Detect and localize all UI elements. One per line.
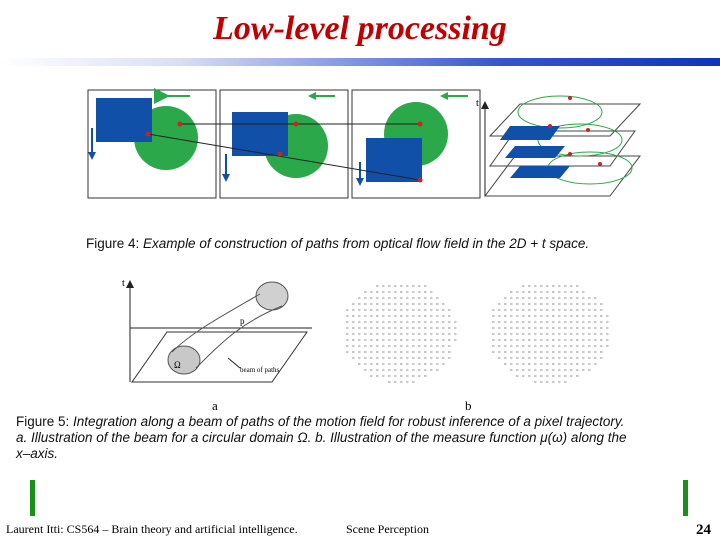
figure-5-caption-prefix: Figure 5:: [16, 414, 70, 429]
figure-5-caption: Figure 5: Integration along a beam of pa…: [16, 414, 714, 462]
title-divider: [0, 58, 720, 66]
flow-3d-stack: t: [476, 95, 642, 197]
right-accent-bar: [683, 480, 688, 516]
vector-field-dots: [346, 285, 609, 383]
figure-4-caption-text: Example of construction of paths from op…: [143, 236, 590, 251]
flow-frame-2: [219, 89, 349, 199]
figure-5a-label: a: [212, 398, 218, 413]
figure-5b-field: [346, 285, 609, 383]
axis-t-label: t: [122, 278, 125, 289]
figure-4-caption-prefix: Figure 4:: [86, 236, 140, 251]
figure-5-caption-text: Integration along a beam of paths of the…: [73, 414, 625, 429]
flow-frame-1: [87, 88, 217, 199]
footer-topic: Scene Perception: [346, 522, 429, 536]
footer-course: Laurent Itti: CS564 – Brain theory and a…: [6, 522, 298, 536]
figure-5-caption-line-2: a. Illustration of the beam for a circul…: [16, 430, 627, 445]
figure-4-diagram: t: [87, 88, 642, 199]
svg-text:t: t: [476, 98, 479, 109]
figure-4-caption: Figure 4: Example of construction of pat…: [86, 236, 686, 252]
figure-5b-label: b: [465, 398, 472, 413]
flow-frame-3: [351, 89, 481, 199]
label-beam: beam of paths: [240, 366, 280, 374]
figure-5-caption-line-1: Figure 5: Integration along a beam of pa…: [16, 414, 714, 430]
label-p: p: [240, 316, 245, 326]
figure-5-caption-line-3: x–axis.: [16, 446, 59, 461]
label-omega: Ω: [174, 360, 181, 370]
slide-title: Low-level processing: [213, 10, 507, 47]
page-number: 24: [696, 522, 711, 538]
left-accent-bar: [30, 480, 35, 516]
figure-5a-diagram: t p Ω beam of paths: [122, 278, 312, 383]
